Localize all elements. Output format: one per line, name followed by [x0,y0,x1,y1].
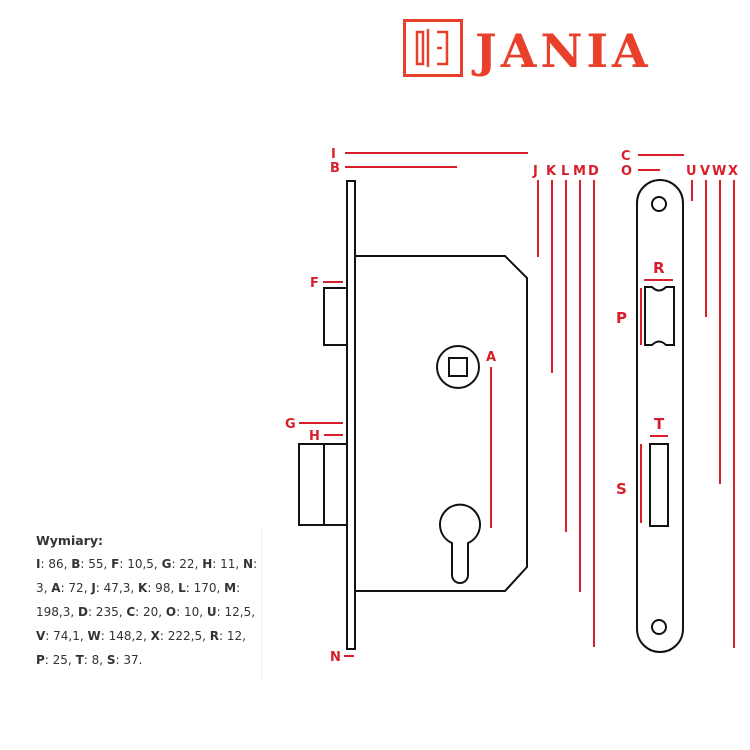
label-H: H [309,429,320,444]
label-M: M [573,164,586,179]
dimension-item-O: O: 10, [165,605,207,619]
dimension-item-L: L: 170, [178,581,225,595]
label-P: P [616,309,627,327]
dimension-item-R: R: 12, [209,629,246,643]
label-J: J [532,164,538,179]
label-T: T [654,415,665,433]
dimension-item-P: P: 25, [36,653,76,667]
dimension-item-N: N: 3, [36,557,258,595]
dimension-item-C: C: 20, [126,605,166,619]
dimensions-list: I: 86, B: 55, F: 10,5, G: 22, H: 11, N: … [36,552,261,672]
dimension-item-K: K: 98, [138,581,179,595]
jania-logo: JANIA [403,19,733,81]
dimensions-panel: Wymiary: I: 86, B: 55, F: 10,5, G: 22, H… [26,527,262,682]
label-N: N [330,650,341,665]
brand-name: JANIA [475,24,652,78]
label-U: U [686,164,697,179]
dimension-item-M: M: 198,3, [36,581,241,619]
dimension-item-S: S: 37. [106,653,143,667]
label-I: I [331,147,336,162]
dimensions-title: Wymiary: [36,533,103,548]
label-S: S [616,480,627,498]
dimension-item-W: W: 148,2, [87,629,151,643]
label-K: K [546,164,557,179]
dimension-item-T: T: 8, [75,653,107,667]
dimension-lines [299,152,735,657]
dimension-item-A: A: 72, [51,581,92,595]
label-C: C [621,149,631,164]
dimension-item-X: X: 222,5, [150,629,210,643]
strike-plate-outline [636,179,684,653]
label-B: B [330,161,340,176]
label-X: X [728,164,738,179]
label-F: F [310,276,319,291]
dimension-item-U: U: 12,5, [206,605,256,619]
dimension-item-I: I: 86, [36,557,72,571]
label-V: V [700,164,710,179]
dimension-item-G: G: 22, [161,557,203,571]
label-G: G [285,417,296,432]
dimension-item-F: F: 10,5, [111,557,162,571]
dimension-item-D: D: 235, [77,605,127,619]
dimension-item-B: B: 55, [71,557,112,571]
label-W: W [712,164,726,179]
dimension-item-V: V: 74,1, [36,629,88,643]
dimension-item-H: H: 11, [202,557,244,571]
dimension-item-J: J: 47,3, [91,581,139,595]
label-D: D [588,164,599,179]
label-R: R [653,259,665,277]
label-O: O [621,164,632,179]
dimension-labels: I B F G H N A J K L M D C O U V W X R P … [285,147,738,665]
label-A: A [486,350,496,365]
label-L: L [561,164,569,179]
lock-body-outline [298,180,528,650]
logo-mark-icon [403,19,463,77]
